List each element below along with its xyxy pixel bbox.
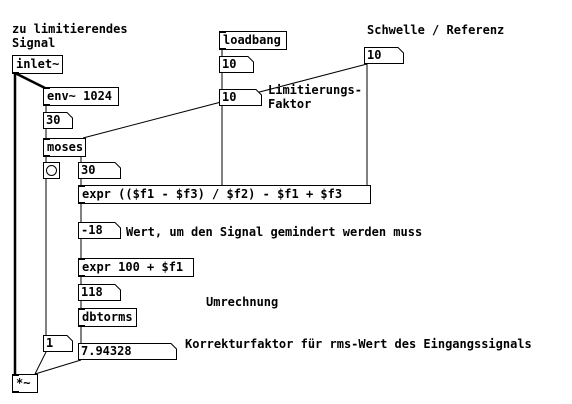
number-value: 10 (222, 57, 237, 71)
bang-circle-icon (46, 165, 57, 176)
number-value: 118 (81, 285, 103, 299)
number-box-frame (43, 112, 73, 129)
number-expr-out[interactable]: -18 (78, 222, 121, 239)
moses-object[interactable]: moses (43, 138, 86, 157)
number-box-frame (219, 89, 262, 106)
mult-object[interactable]: *~ (12, 374, 38, 393)
number-box-frame (78, 222, 121, 239)
number-reference[interactable]: 10 (364, 47, 404, 64)
number-factor[interactable]: 10 (219, 89, 262, 106)
number-toggle-value[interactable]: 1 (43, 335, 73, 352)
loadbang-object[interactable]: loadbang (219, 31, 287, 50)
expr-add-object[interactable]: expr 100 + $f1 (78, 258, 194, 277)
cord-rms-mult (34, 359, 82, 375)
comment-korrektur: Korrekturfaktor für rms-Wert des Eingang… (185, 337, 532, 351)
number-value: 10 (222, 90, 237, 104)
number-value: 1 (46, 336, 54, 350)
number-box-frame (219, 56, 254, 73)
number-moses-out[interactable]: 30 (78, 162, 121, 179)
cord-inlet-env (14, 71, 46, 90)
expr-limit-object[interactable]: expr (($f1 - $f3) / $f2) - $f1 + $f3 (78, 185, 371, 204)
number-env-out[interactable]: 30 (43, 112, 73, 129)
comment-umrechnung: Umrechnung (206, 295, 279, 309)
cord-one-mult (34, 351, 47, 375)
env-object[interactable]: env~ 1024 (43, 87, 119, 106)
number-value: -18 (81, 223, 103, 237)
number-box-frame (43, 335, 73, 352)
number-box-frame (78, 162, 121, 179)
number-value: 30 (46, 113, 61, 127)
number-rms[interactable]: 7.94328 (78, 343, 177, 360)
comment-signal: zu limitierendes Signal (12, 22, 128, 50)
number-value: 30 (81, 163, 96, 177)
number-box-frame (78, 343, 177, 360)
number-box-frame (364, 47, 404, 64)
number-expr2-out[interactable]: 118 (78, 284, 121, 301)
dbtorms-object[interactable]: dbtorms (78, 308, 137, 327)
bang-button[interactable] (43, 162, 60, 179)
comment-factor: Limitierungs- Faktor (268, 83, 362, 111)
number-value: 7.94328 (81, 344, 132, 358)
number-box-frame (78, 284, 121, 301)
comment-wert: Wert, um den Signal gemindert werden mus… (126, 225, 423, 239)
number-value: 10 (367, 48, 382, 62)
number-loadbang-out[interactable]: 10 (219, 56, 254, 73)
inlet-object[interactable]: inlet~ (12, 55, 63, 74)
comment-reference: Schwelle / Referenz (367, 23, 505, 37)
